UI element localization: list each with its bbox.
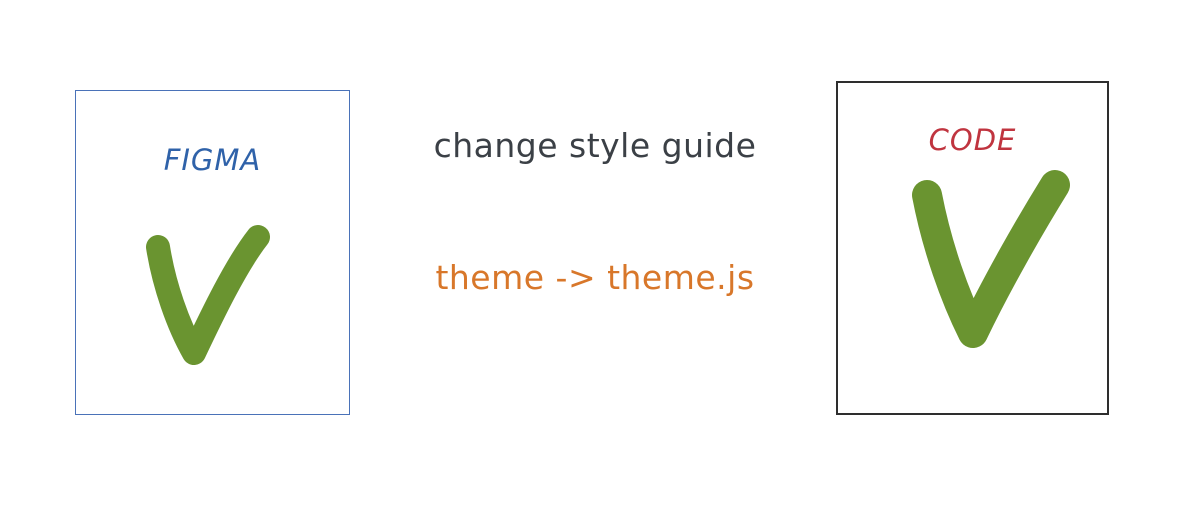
code-title: CODE <box>928 123 1017 157</box>
code-checkmark-icon <box>912 170 1070 348</box>
change-style-guide-label: change style guide <box>433 126 757 165</box>
code-box: CODE <box>836 81 1109 415</box>
theme-mapping-label: theme -> theme.js <box>435 258 755 297</box>
figma-title: FIGMA <box>163 143 262 177</box>
figma-box: FIGMA <box>75 90 350 415</box>
figma-checkmark-icon <box>146 225 270 365</box>
